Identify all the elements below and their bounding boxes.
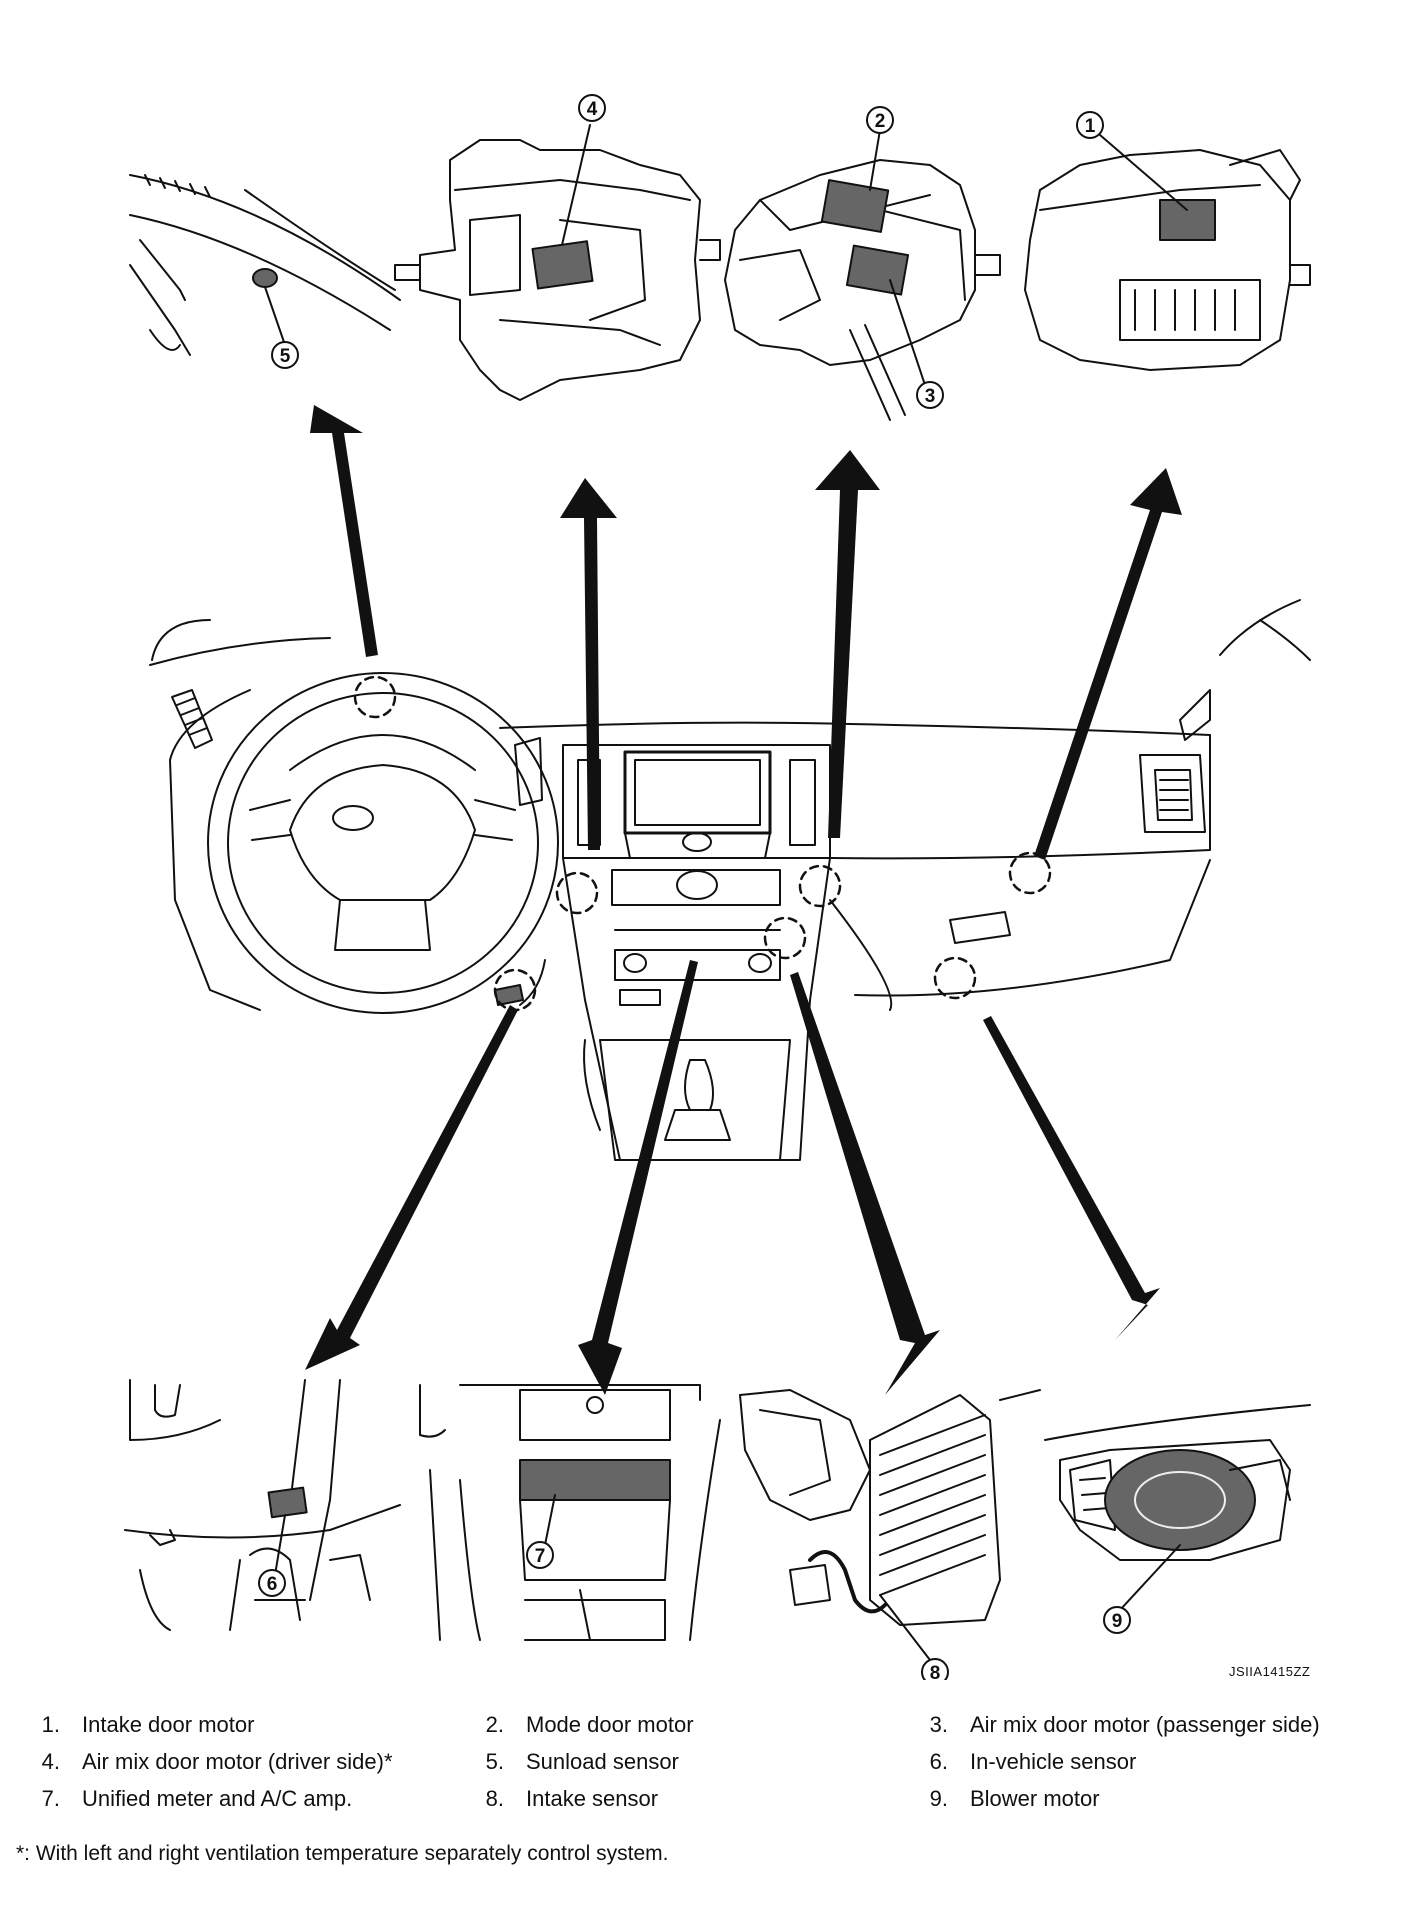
svg-text:5: 5 <box>280 346 291 367</box>
callout-8: 8 <box>921 1658 949 1680</box>
legend-number: 4. <box>41 1749 60 1774</box>
svg-text:6: 6 <box>267 1574 278 1595</box>
legend-number: 1. <box>41 1712 60 1737</box>
legend-number: 2. <box>485 1712 504 1737</box>
legend-number: 6. <box>929 1749 948 1774</box>
svg-text:3: 3 <box>925 386 936 407</box>
legend-row: 1. Intake door motor 2. Mode door motor … <box>0 1712 1408 1742</box>
component-location-diagram: 1 2 3 4 5 6 7 8 9 <box>124 94 1311 1680</box>
legend-label: In-vehicle sensor <box>970 1749 1137 1774</box>
air-mix-door-motor-driver-shape <box>531 240 594 290</box>
callout-9: 9 <box>1103 1606 1131 1634</box>
callout-6: 6 <box>258 1569 286 1597</box>
legend-number: 5. <box>485 1749 504 1774</box>
legend-row: 7. Unified meter and A/C amp. 8. Intake … <box>0 1786 1408 1816</box>
intake-sensor-view <box>739 1389 1041 1661</box>
steering-wheel <box>207 672 559 1014</box>
callout-3: 3 <box>916 381 944 409</box>
svg-text:2: 2 <box>875 111 886 132</box>
in-vehicle-sensor-view <box>124 1379 401 1631</box>
sunload-sensor-view <box>129 174 401 356</box>
sunload-sensor-shape <box>252 268 278 288</box>
drawing-code: JSIIA1415ZZ <box>1229 1664 1311 1679</box>
callout-7: 7 <box>526 1541 554 1569</box>
unified-meter-view <box>419 1384 721 1641</box>
svg-text:9: 9 <box>1112 1611 1123 1632</box>
legend-label: Sunload sensor <box>526 1749 679 1774</box>
callout-2: 2 <box>866 106 894 134</box>
in-vehicle-sensor-shape <box>267 1486 308 1519</box>
legend-label: Mode door motor <box>526 1712 694 1737</box>
heater-unit-left-view <box>394 124 721 401</box>
callout-numbers: 1 2 3 4 5 6 7 8 9 <box>258 94 1131 1680</box>
blower-motor-view <box>1044 1404 1311 1611</box>
air-mix-door-motor-passenger-shape <box>845 244 910 296</box>
legend-label: Air mix door motor (driver side)* <box>82 1749 393 1774</box>
legend-number: 7. <box>41 1786 60 1811</box>
legend-label: Blower motor <box>970 1786 1100 1811</box>
legend-label: Intake door motor <box>82 1712 255 1737</box>
legend-row: 4. Air mix door motor (driver side)* 5. … <box>0 1749 1408 1779</box>
mode-door-motor-shape <box>820 179 890 233</box>
legend-label: Air mix door motor (passenger side) <box>970 1712 1320 1737</box>
legend-label: Intake sensor <box>526 1786 659 1811</box>
svg-text:1: 1 <box>1085 116 1096 137</box>
callout-4: 4 <box>578 94 606 122</box>
center-knob <box>676 870 718 900</box>
svg-text:7: 7 <box>535 1546 546 1567</box>
footnote: *: With left and right ventilation tempe… <box>16 1842 669 1865</box>
svg-text:8: 8 <box>930 1663 941 1680</box>
legend-number: 9. <box>929 1786 948 1811</box>
legend-number: 8. <box>485 1786 504 1811</box>
heater-unit-right-view <box>1024 134 1311 371</box>
dashboard-view <box>149 599 1311 1161</box>
heater-unit-center-view <box>724 129 1001 421</box>
svg-text:4: 4 <box>587 99 598 120</box>
legend-number: 3. <box>929 1712 948 1737</box>
intake-door-motor-shape <box>1159 199 1216 241</box>
legend-label: Unified meter and A/C amp. <box>82 1786 353 1811</box>
location-markers <box>353 675 1052 1012</box>
callout-1: 1 <box>1076 111 1104 139</box>
callout-5: 5 <box>271 341 299 369</box>
blower-motor-shape <box>1104 1449 1256 1551</box>
arrows <box>305 405 1182 1395</box>
glovebox-latch <box>949 911 1011 944</box>
